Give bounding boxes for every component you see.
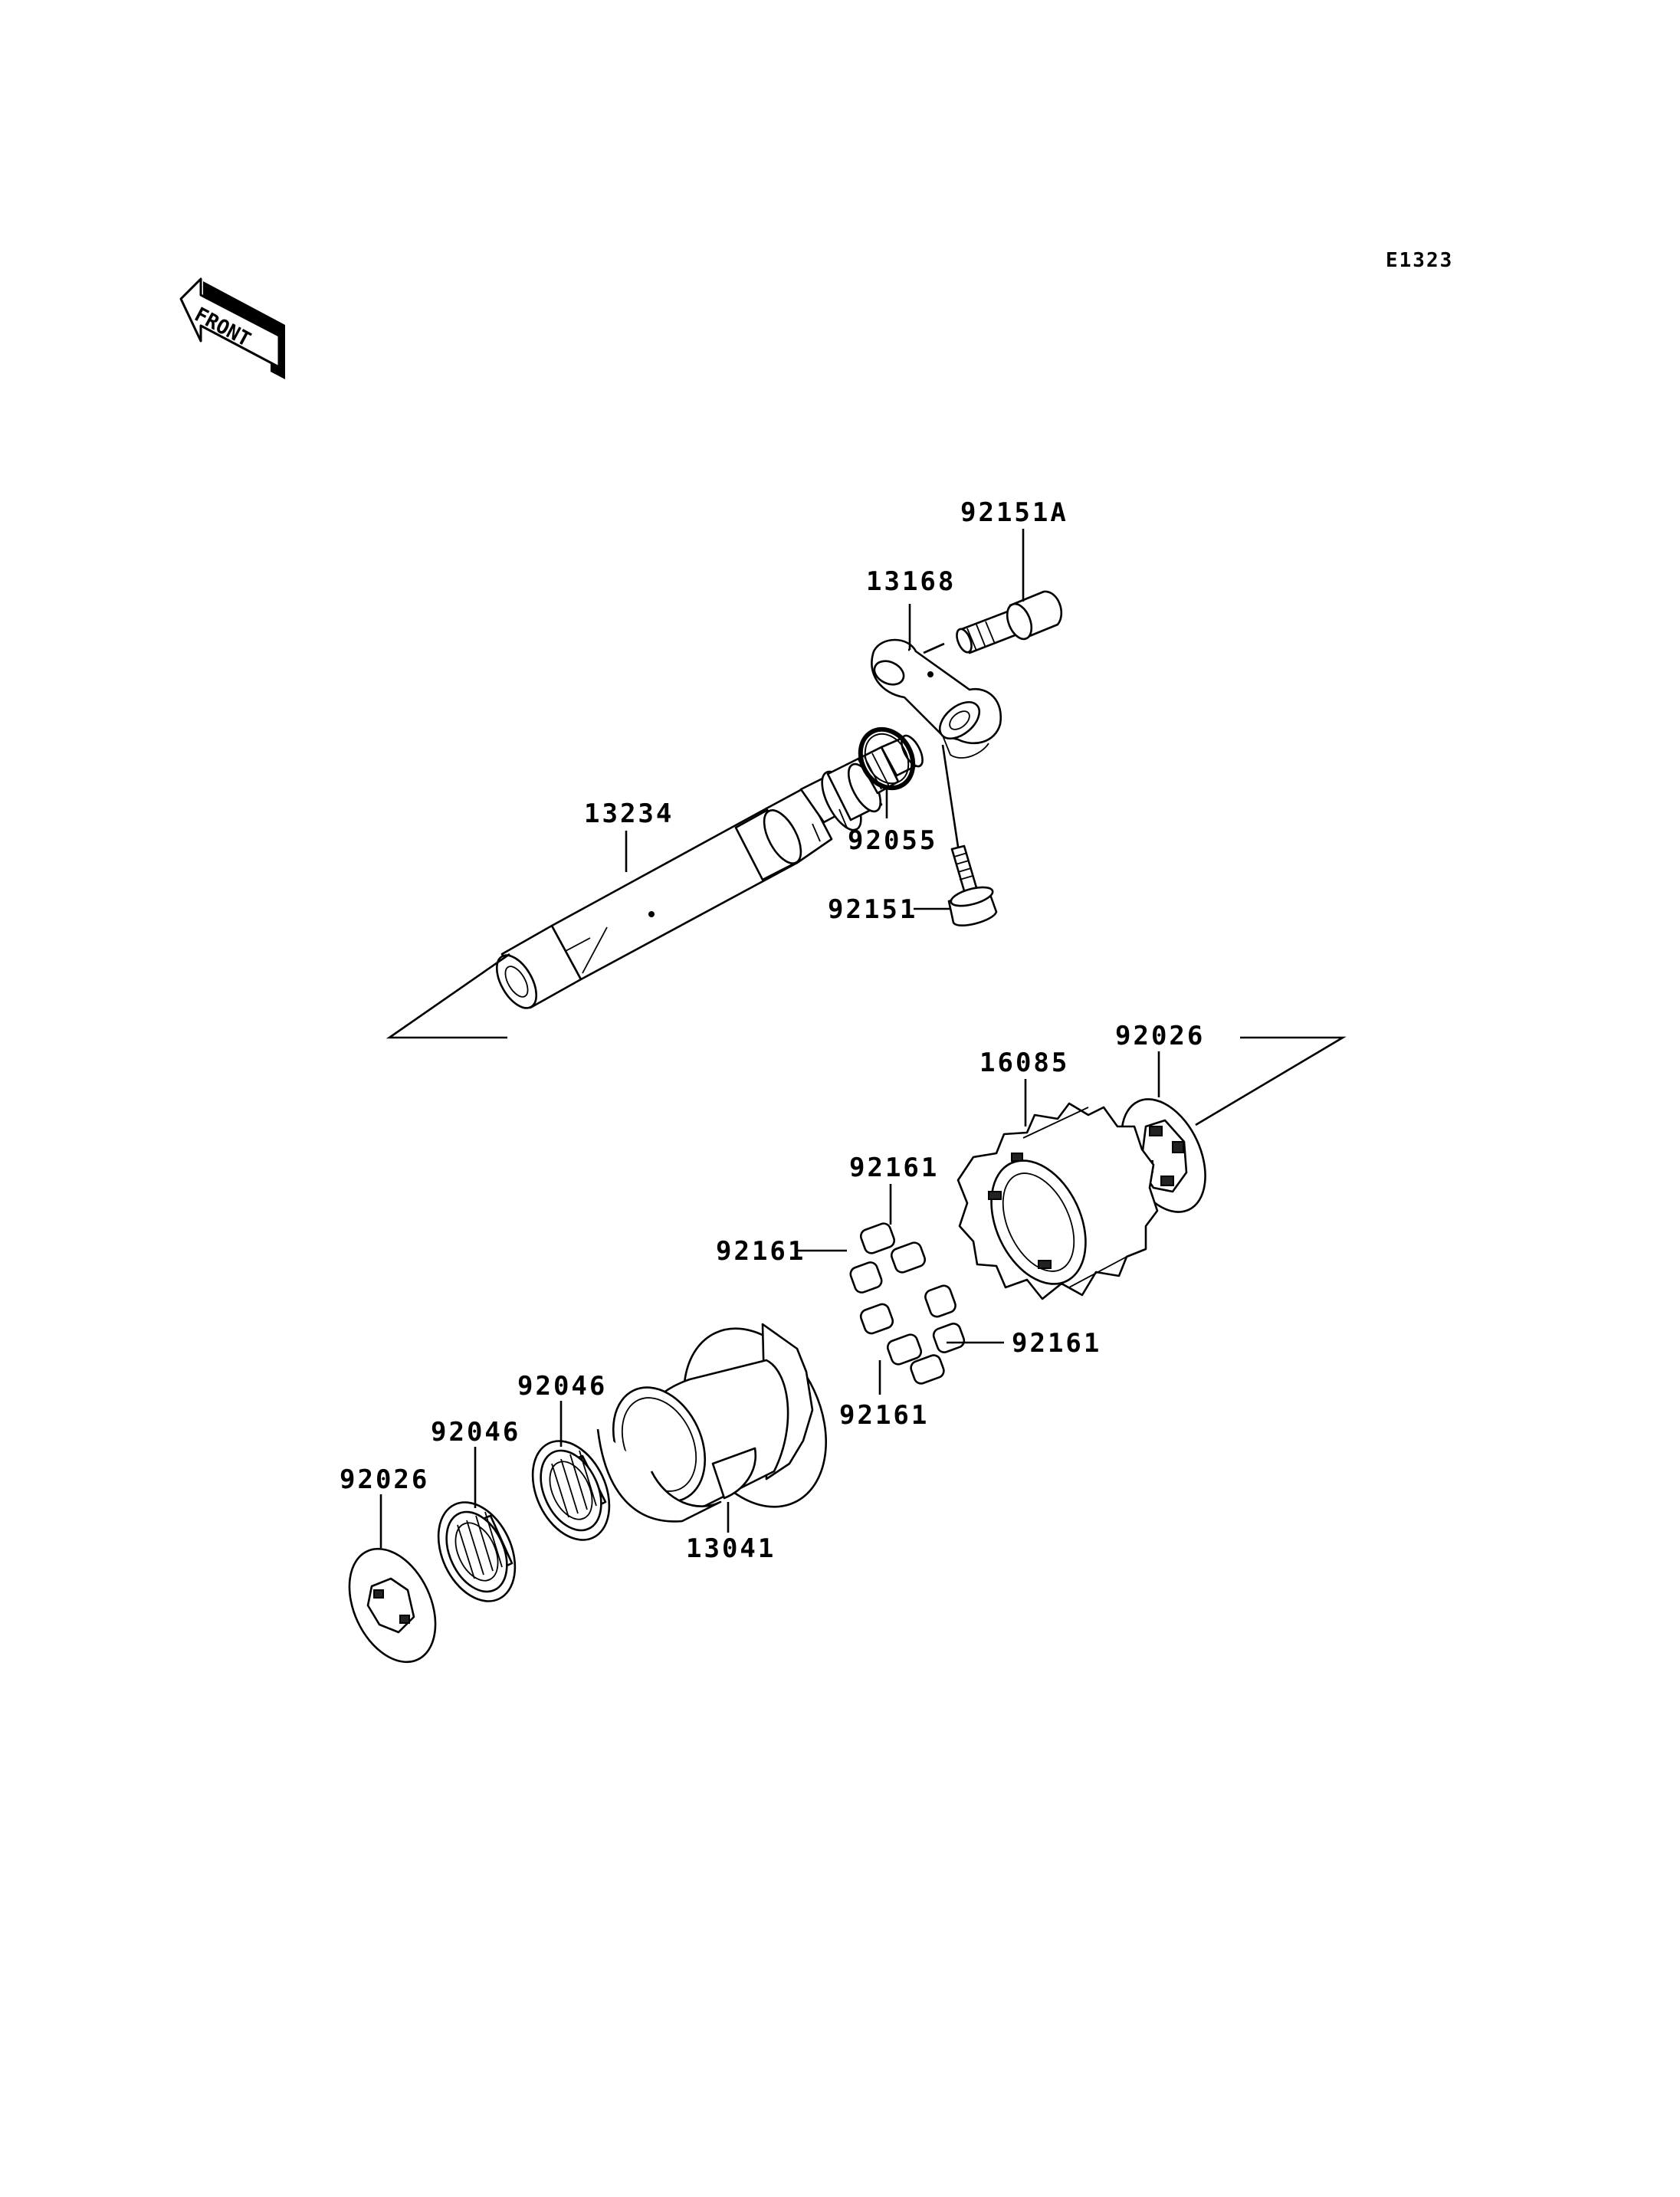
- gear-16085: [956, 1102, 1159, 1300]
- callout-92161-left: 92161: [716, 1236, 806, 1267]
- callout-92026-bottom: 92026: [340, 1464, 429, 1495]
- shaft-13234: [495, 734, 924, 1009]
- callout-92151: 92151: [828, 894, 917, 925]
- callout-16085: 16085: [979, 1048, 1069, 1078]
- dampers-92161: [849, 1222, 966, 1385]
- bolt-92151A-axis: [923, 642, 945, 654]
- diagram-code: E1323: [1386, 249, 1453, 272]
- callout-13168: 13168: [866, 566, 956, 597]
- callout-92055: 92055: [848, 825, 937, 856]
- front-arrow-icon: FRONT: [179, 277, 285, 379]
- bearing-92046-left: [437, 1501, 517, 1602]
- bolt-92151A: [956, 590, 1062, 654]
- callout-13041: 13041: [686, 1533, 776, 1564]
- callout-92026-top: 92026: [1115, 1021, 1205, 1051]
- callout-92161-top: 92161: [849, 1153, 939, 1183]
- lever-13168: [871, 638, 1002, 759]
- callout-13234: 13234: [584, 798, 674, 829]
- bolt-92151-axis: [941, 744, 960, 848]
- callout-92161-right: 92161: [1012, 1328, 1101, 1359]
- shaft-ref-line: [386, 953, 510, 1039]
- washer-92026-left: [348, 1547, 437, 1664]
- callout-92046-upper: 92046: [517, 1371, 607, 1402]
- bolt-92151: [947, 844, 998, 926]
- hub-13041: [596, 1323, 827, 1523]
- o-ring-92055: [858, 726, 916, 791]
- callout-92161-bottom: 92161: [839, 1400, 929, 1431]
- bearing-92046-right: [531, 1440, 611, 1541]
- callout-92046-lower: 92046: [431, 1417, 520, 1448]
- gear-ref-line: [1195, 1036, 1347, 1126]
- callout-92151A: 92151A: [960, 497, 1068, 528]
